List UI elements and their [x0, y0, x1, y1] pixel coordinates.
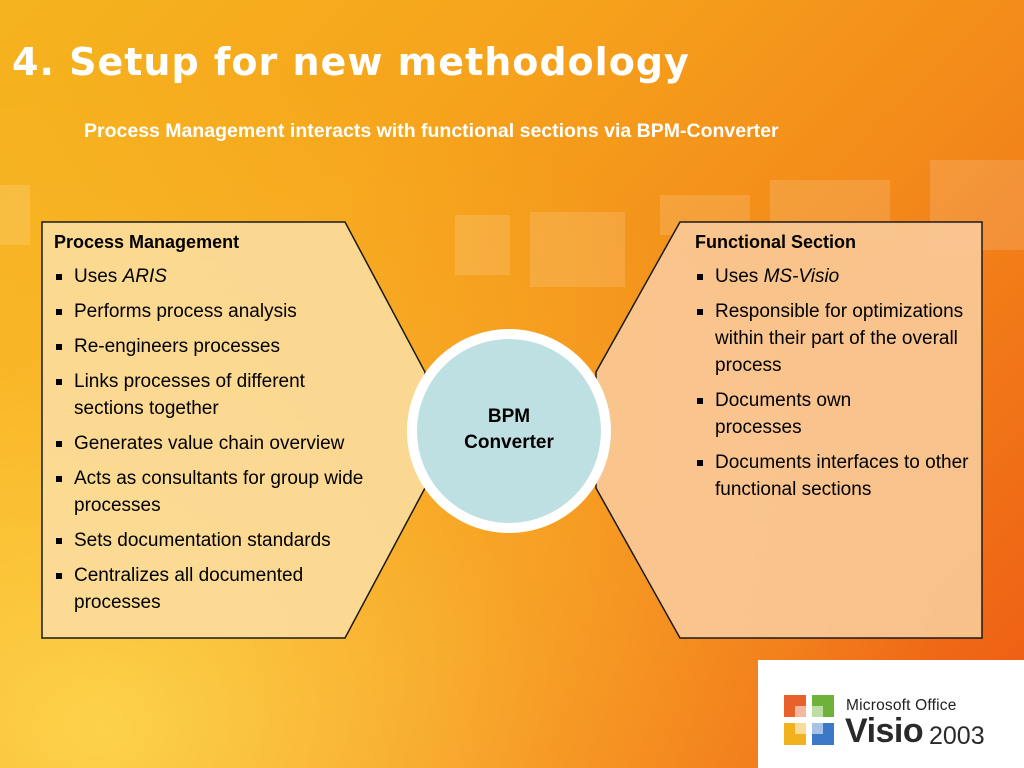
background-tile: [455, 215, 510, 275]
process-management-heading: Process Management: [54, 232, 240, 252]
background-tile: [0, 185, 30, 245]
functional-section-content: Functional Section Uses MS-Visio Respons…: [695, 229, 970, 511]
bullet-icon: [56, 476, 62, 482]
logo-year-text: 2003: [929, 722, 985, 750]
process-management-content: Process Management Uses ARIS Performs pr…: [54, 229, 404, 624]
bullet-icon: [56, 344, 62, 350]
bullet-icon: [56, 309, 62, 315]
slide-title: 4. Setup for new methodology: [12, 40, 690, 84]
bullet-icon: [697, 274, 703, 280]
list-item: Uses MS-Visio: [695, 263, 970, 290]
bullet-icon: [56, 573, 62, 579]
bullet-icon: [56, 379, 62, 385]
bpm-converter-line1: BPM: [487, 406, 531, 427]
background-tile: [530, 212, 625, 287]
list-item: Uses ARIS: [54, 263, 404, 290]
list-item: Generates value chain overview: [54, 430, 404, 457]
bpm-converter-label: BPM Converter: [426, 404, 592, 456]
process-management-list: Uses ARIS Performs process analysis Re-e…: [54, 263, 404, 616]
list-item: Links processes of different sections to…: [54, 368, 364, 422]
list-item: Performs process analysis: [54, 298, 404, 325]
functional-section-panel: [595, 221, 983, 639]
list-item: Acts as consultants for group wide proce…: [54, 465, 394, 519]
functional-section-list: Uses MS-Visio Responsible for optimizati…: [695, 263, 970, 503]
bullet-icon: [697, 460, 703, 466]
list-item: Documents own processes: [695, 387, 915, 441]
list-item: Centralizes all documented processes: [54, 562, 364, 616]
bullet-icon: [56, 441, 62, 447]
list-item: Re-engineers processes: [54, 333, 404, 360]
list-item: Sets documentation standards: [54, 527, 404, 554]
bullet-icon: [697, 309, 703, 315]
logo-product-text: Visio: [845, 712, 924, 750]
list-item: Responsible for optimizations within the…: [695, 298, 970, 379]
bullet-icon: [697, 398, 703, 404]
visio-logo-icon: [782, 693, 836, 747]
bullet-icon: [56, 274, 62, 280]
bpm-converter-circle: [417, 339, 601, 523]
functional-section-heading: Functional Section: [695, 232, 857, 252]
list-item: Documents interfaces to other functional…: [695, 449, 985, 503]
bullet-icon: [56, 538, 62, 544]
logo-brand-text: Microsoft Office: [846, 697, 957, 714]
slide-subtitle: Process Management interacts with functi…: [84, 120, 779, 142]
bpm-converter-line2: Converter: [464, 432, 554, 453]
